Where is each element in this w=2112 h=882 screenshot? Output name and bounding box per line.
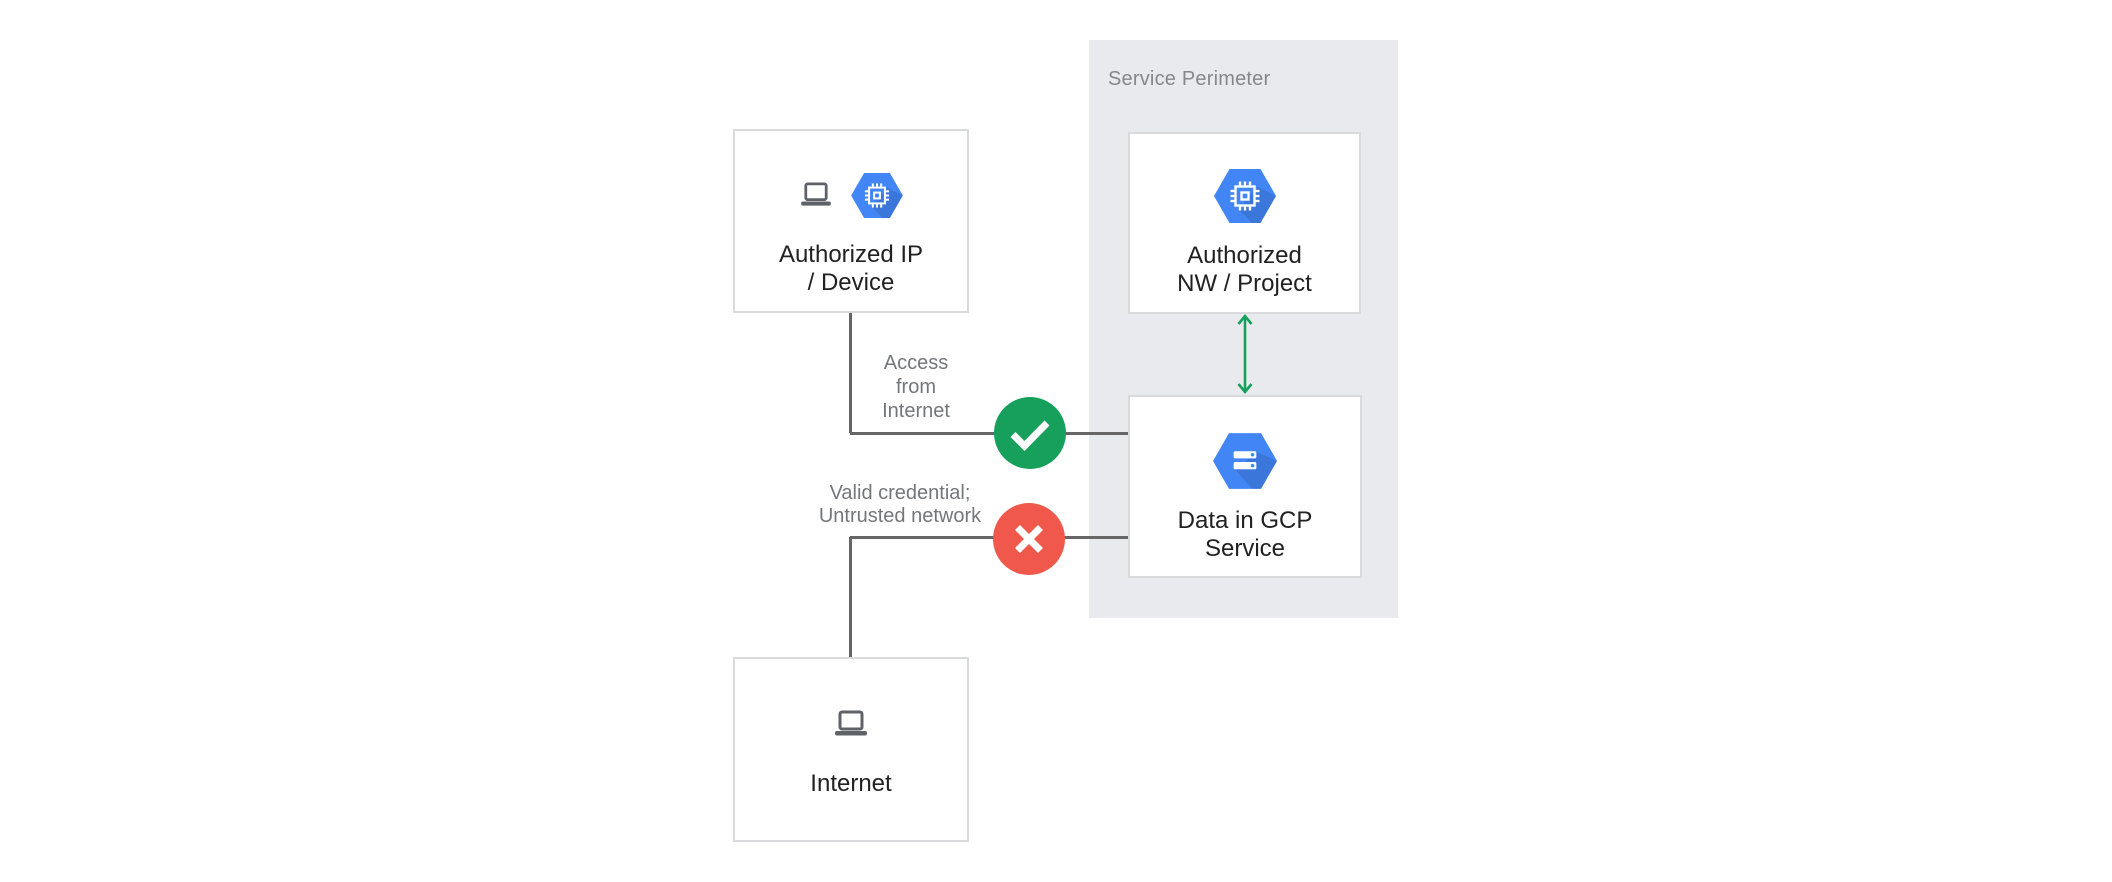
access-annotation-line1: Access xyxy=(883,352,949,374)
allowed-marker xyxy=(994,397,1066,469)
authorized-nw-label: Authorized NW / Project xyxy=(1130,242,1359,298)
gcp-service-hexagon-icon xyxy=(1213,433,1277,489)
internet-icons xyxy=(735,710,967,738)
connector-internet-up xyxy=(849,537,852,658)
authorized-ip-label-line1: Authorized IP xyxy=(778,241,924,268)
check-icon xyxy=(1010,420,1050,451)
node-data-in-gcp-service: Data in GCP Service xyxy=(1128,395,1362,578)
cross-icon xyxy=(1015,525,1043,553)
laptop-icon xyxy=(835,710,867,736)
connector-internet-to-data xyxy=(850,536,1128,539)
data-gcp-label-line1: Data in GCP xyxy=(1177,507,1313,534)
authorized-ip-label: Authorized IP / Device xyxy=(735,241,967,297)
authorized-nw-label-line2: NW / Project xyxy=(1177,270,1312,297)
data-gcp-label: Data in GCP Service xyxy=(1130,507,1360,563)
data-gcp-label-line2: Service xyxy=(1204,535,1286,562)
compute-engine-hexagon-icon xyxy=(1213,169,1276,223)
internet-label: Internet xyxy=(735,770,967,798)
node-authorized-nw-project: Authorized NW / Project xyxy=(1128,132,1361,314)
service-perimeter-label: Service Perimeter xyxy=(1108,68,1271,90)
internet-label-line1: Internet xyxy=(810,770,892,797)
access-from-internet-annotation: Access from Internet xyxy=(846,351,986,423)
authorized-nw-icons xyxy=(1130,168,1359,224)
laptop-icon xyxy=(801,182,831,206)
connector-authip-down xyxy=(849,313,852,433)
compute-engine-hexagon-icon xyxy=(851,172,903,218)
credential-annotation-line1: Valid credential; xyxy=(829,482,971,504)
access-annotation-line2: from xyxy=(896,376,936,398)
bidirectional-arrow-icon xyxy=(1237,313,1253,395)
connector-authip-to-data xyxy=(850,432,1128,435)
access-annotation-line3: Internet xyxy=(882,400,950,422)
authorized-nw-label-line1: Authorized xyxy=(1187,242,1302,269)
node-authorized-ip-device: Authorized IP / Device xyxy=(733,129,969,313)
authorized-ip-icons xyxy=(735,171,967,219)
node-internet: Internet xyxy=(733,657,969,842)
denied-marker xyxy=(993,503,1065,575)
valid-credential-annotation: Valid credential; Untrusted network xyxy=(788,482,1012,528)
data-gcp-icons xyxy=(1130,433,1360,489)
authorized-ip-label-line2: / Device xyxy=(807,269,895,296)
credential-annotation-line2: Untrusted network xyxy=(818,505,982,527)
